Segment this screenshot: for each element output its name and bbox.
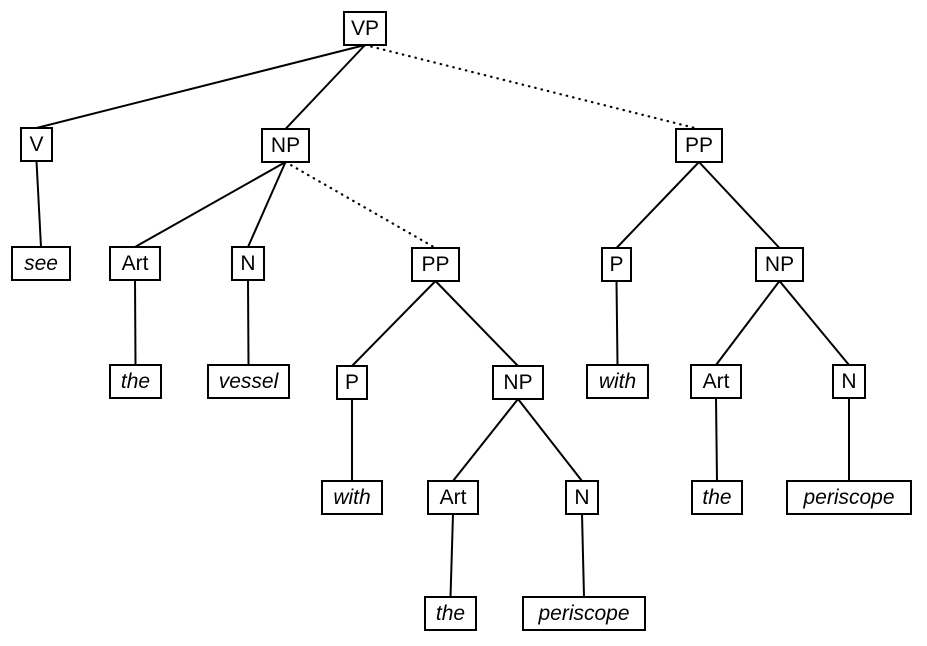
node-label-with-mid: with [333,486,370,509]
tree-edge-vp-to-np1 [284,44,366,130]
node-label-n-mid: N [574,486,589,509]
tree-node-the-right[interactable]: the [691,480,743,515]
node-label-np1: NP [271,134,300,157]
node-box-periscope-r [786,480,912,515]
edge-layer [35,43,850,598]
tree-node-the1[interactable]: the [109,364,162,399]
tree-node-periscope-m[interactable]: periscope [522,596,646,631]
node-box-the1 [109,364,162,399]
tree-edge-art-right-to-the-right [715,397,718,482]
node-box-the-mid [424,596,477,631]
tree-node-p-mid[interactable]: P [336,365,368,400]
tree-node-vessel[interactable]: vessel [207,364,290,399]
node-box-p-mid [336,365,368,400]
node-label-vp: VP [351,17,379,40]
node-box-art1 [109,246,161,281]
tree-node-n-right[interactable]: N [832,364,866,399]
tree-node-with-right[interactable]: with [586,364,649,399]
tree-node-np-mid[interactable]: NP [492,365,544,400]
node-box-vessel [207,364,290,399]
tree-node-art-mid[interactable]: Art [427,480,479,515]
node-box-art-right [690,364,742,399]
tree-node-the-mid[interactable]: the [424,596,477,631]
node-box-v [20,127,53,162]
tree-node-n-mid[interactable]: N [565,480,599,515]
tree-edge-np-right-to-art-right [715,280,781,366]
tree-edge-art1-to-the1 [134,279,137,366]
tree-node-np-right[interactable]: NP [755,247,804,282]
node-label-see: see [24,252,58,275]
tree-edge-pp-right-to-p-right [615,161,700,249]
node-label-art-right: Art [703,370,730,393]
tree-edge-pp-mid-to-np-mid [434,280,519,367]
tree-node-pp-right[interactable]: PP [675,128,723,163]
node-box-n-right [832,364,866,399]
node-label-periscope-m: periscope [537,602,629,625]
node-label-pp-mid: PP [421,253,449,276]
tree-node-p-right[interactable]: P [601,247,632,282]
tree-edge-np-mid-to-n-mid [517,398,583,482]
tree-edge-np1-to-art1 [134,161,286,248]
node-label-art1: Art [122,252,149,275]
tree-edge-vp-to-pp-right [363,43,701,131]
tree-node-n1[interactable]: N [231,246,265,281]
tree-node-art1[interactable]: Art [109,246,161,281]
tree-edge-pp-right-to-np-right [698,161,781,249]
node-label-art-mid: Art [440,486,467,509]
tree-node-vp[interactable]: VP [343,11,387,46]
node-label-np-right: NP [765,253,794,276]
node-box-with-right [586,364,649,399]
node-box-np-right [755,247,804,282]
node-label-pp-right: PP [685,134,713,157]
node-box-n-mid [565,480,599,515]
tree-edge-p-right-to-with-right [615,280,619,366]
tree-edge-n-mid-to-periscope-m [581,513,585,598]
node-label-np-mid: NP [503,371,532,394]
tree-edge-art-mid-to-the-mid [449,513,454,598]
node-box-the-right [691,480,743,515]
node-box-with-mid [321,480,383,515]
node-label-n1: N [240,252,255,275]
tree-edge-np-mid-to-art-mid [452,398,519,482]
tree-edge-np1-to-n1 [247,161,287,248]
tree-edge-np-right-to-n-right [778,280,850,366]
tree-node-art-right[interactable]: Art [690,364,742,399]
node-box-pp-right [675,128,723,163]
node-label-v: V [29,133,43,156]
tree-node-pp-mid[interactable]: PP [411,247,460,282]
node-box-periscope-m [522,596,646,631]
node-box-see [11,246,71,281]
node-label-the-right: the [702,486,731,509]
node-label-the1: the [121,370,150,393]
node-label-p-right: P [609,253,623,276]
node-label-the-mid: the [436,602,465,625]
tree-node-v[interactable]: V [20,127,53,162]
tree-node-np1[interactable]: NP [261,128,310,163]
node-label-periscope-r: periscope [802,486,894,509]
node-label-vessel: vessel [219,370,280,393]
node-box-np1 [261,128,310,163]
tree-node-periscope-r[interactable]: periscope [786,480,912,515]
node-label-n-right: N [841,370,856,393]
node-box-n1 [231,246,265,281]
tree-edge-pp-mid-to-p-mid [351,280,437,367]
tree-node-with-mid[interactable]: with [321,480,383,515]
node-label-p-mid: P [345,371,359,394]
node-box-p-right [601,247,632,282]
tree-node-see[interactable]: see [11,246,71,281]
node-box-art-mid [427,480,479,515]
tree-edge-np1-to-pp-mid [284,160,437,250]
node-box-np-mid [492,365,544,400]
node-label-with-right: with [599,370,636,393]
node-box-pp-mid [411,247,460,282]
tree-edge-n1-to-vessel [247,279,250,366]
tree-edge-vp-to-v [36,44,366,129]
tree-edge-v-to-see [35,160,42,248]
node-box-vp [343,11,387,46]
